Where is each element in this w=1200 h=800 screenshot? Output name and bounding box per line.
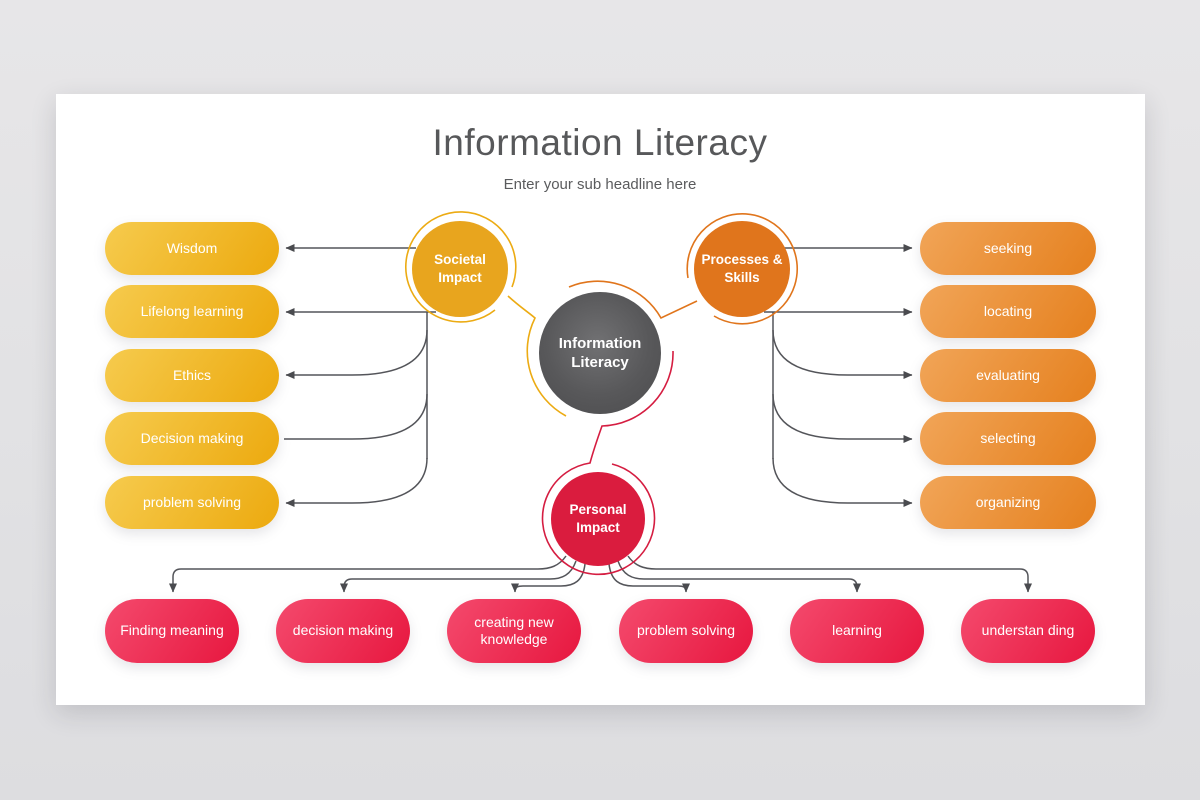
pill-label: Wisdom (166, 239, 218, 256)
processes-pill-evaluating: evaluating (920, 349, 1096, 402)
pill-label: selecting (980, 429, 1036, 446)
page-title: Information Literacy (432, 122, 768, 163)
node-label: Information Literacy (558, 334, 642, 372)
page-subtitle: Enter your sub headline here (503, 176, 697, 193)
pill-label: seeking (983, 239, 1033, 256)
societal-connectors (284, 244, 436, 507)
pill-label: decision making (292, 622, 394, 639)
pill-label: evaluating (976, 366, 1040, 383)
societal-pill-wisdom: Wisdom (105, 222, 279, 275)
personal-pill-creating-new-knowledge: creating new knowledge (447, 599, 581, 663)
node-label: Personal Impact (569, 502, 627, 535)
processes-pill-seeking: seeking (920, 222, 1096, 275)
pill-label: Lifelong learning (140, 302, 244, 319)
personal-impact-node: Personal Impact (551, 472, 645, 566)
node-label: Processes & Skills (701, 252, 783, 285)
processes-pill-locating: locating (920, 285, 1096, 338)
societal-pill-decision-making: Decision making (105, 412, 279, 465)
personal-arc (541, 350, 674, 576)
node-label: Societal Impact (434, 252, 486, 285)
processes-pill-selecting: selecting (920, 412, 1096, 465)
pill-label: understan ding (981, 622, 1075, 639)
personal-pill-decision-making: decision making (276, 599, 410, 663)
pill-label: learning (832, 622, 882, 639)
societal-pill-lifelong-learning: Lifelong learning (105, 285, 279, 338)
pill-label: creating new knowledge (474, 613, 554, 648)
central-node: Information Literacy (539, 292, 661, 414)
personal-connectors (169, 555, 1032, 593)
societal-pill-ethics: Ethics (105, 349, 279, 402)
personal-pill-finding-meaning: Finding meaning (105, 599, 239, 663)
pill-label: problem solving (636, 622, 736, 639)
pill-label: organizing (975, 493, 1041, 510)
pill-label: Ethics (172, 366, 212, 383)
processes-skills-node: Processes & Skills (694, 221, 790, 317)
decorative-arcs (405, 211, 799, 576)
processes-pill-organizing: organizing (920, 476, 1096, 529)
pill-label: Finding meaning (120, 622, 224, 639)
personal-pill-learning: learning (790, 599, 924, 663)
pill-label: problem solving (142, 493, 242, 510)
pill-label: Decision making (140, 429, 244, 446)
societal-pill-problem-solving: problem solving (105, 476, 279, 529)
processes-connectors (764, 244, 913, 507)
personal-pill-problem-solving: problem solving (619, 599, 753, 663)
pill-label: locating (983, 302, 1033, 319)
processes-arc (568, 213, 799, 325)
societal-arc (405, 211, 567, 417)
personal-pill-understanding: understan ding (961, 599, 1095, 663)
societal-impact-node: Societal Impact (412, 221, 508, 317)
